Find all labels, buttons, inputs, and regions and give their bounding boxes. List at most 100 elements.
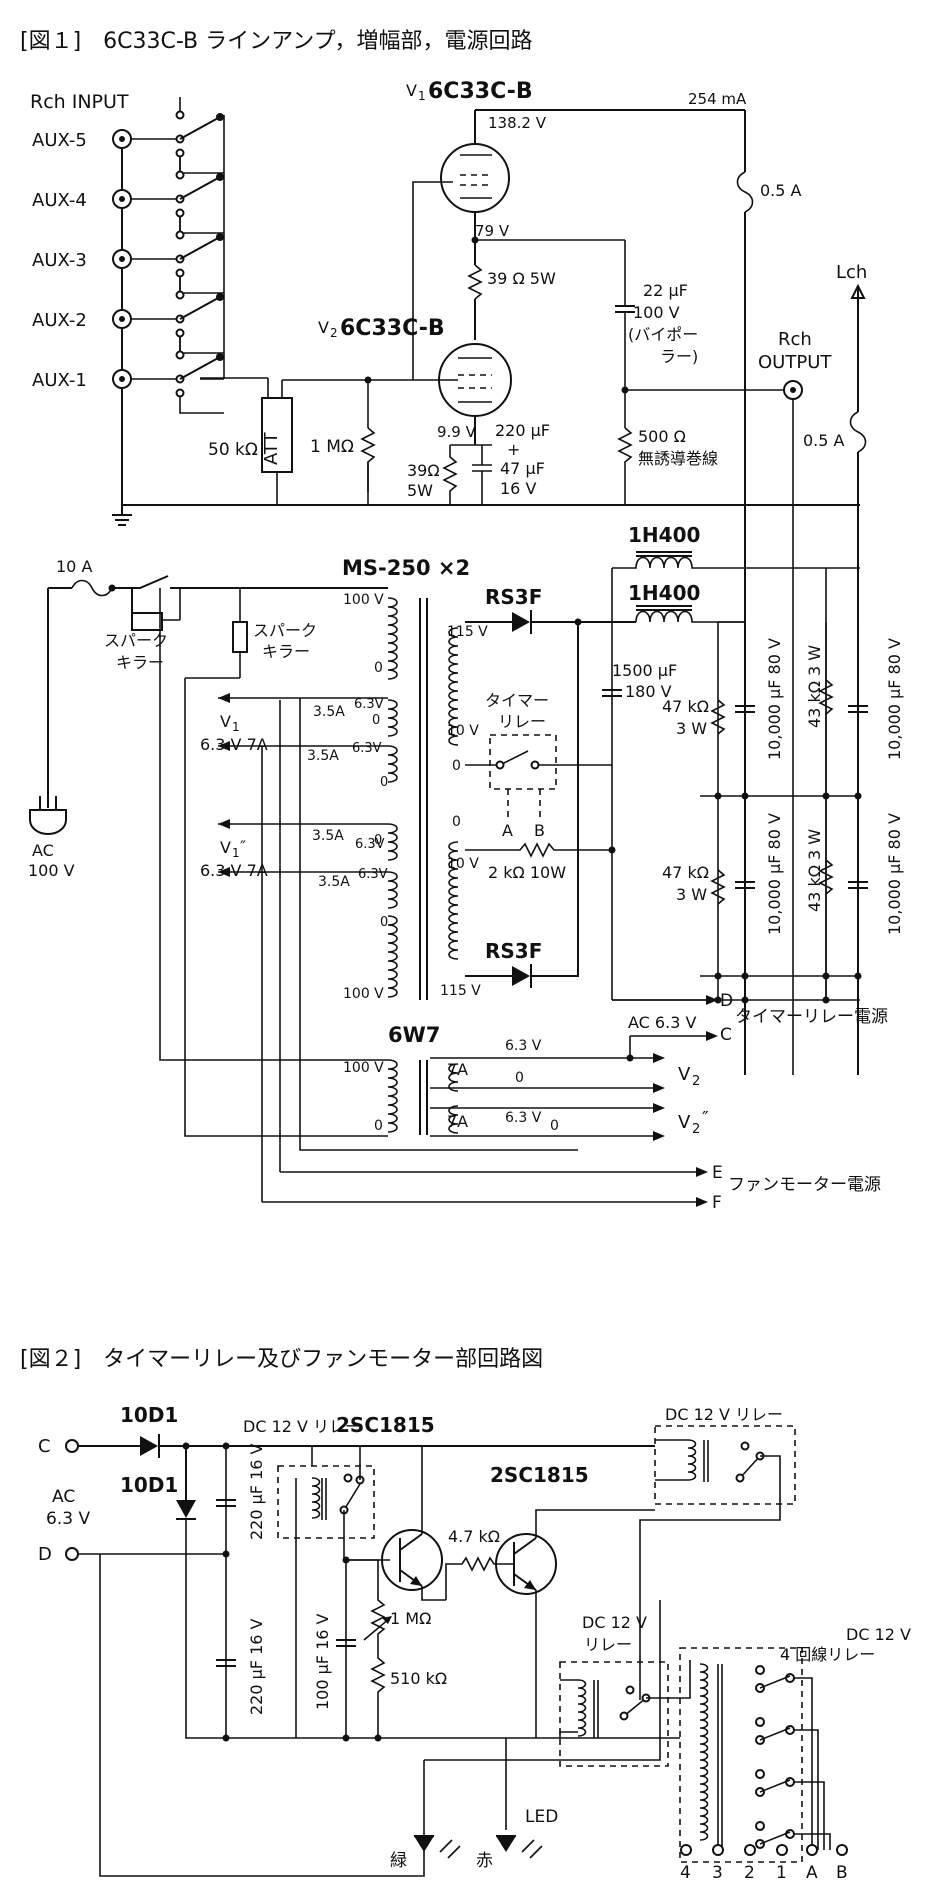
t-63-2: 6.3V	[352, 741, 382, 756]
h-0: 0	[374, 1118, 383, 1134]
c-100: 100 μF 16 V	[313, 1613, 332, 1710]
v1pp-2: 6.3 V 7A	[200, 861, 268, 880]
att-label: ATT	[261, 431, 282, 465]
led-r: 赤	[476, 1851, 493, 1871]
relay4-2: 4 回線リレー	[780, 1645, 875, 1664]
transformer-6w7	[387, 1059, 459, 1134]
choke-1: 1H400	[628, 523, 700, 547]
transformer-ms250	[387, 597, 459, 998]
r-47k-2b: 3 W	[676, 885, 707, 904]
fuse-main: 10 A	[56, 557, 92, 576]
fuse-r: 0.5 A	[760, 181, 802, 200]
v-cath: 9.9 V	[437, 423, 477, 441]
transistor-1	[381, 1529, 443, 1591]
c-cath-2: 47 μF	[500, 459, 545, 478]
ac-2: 100 V	[28, 861, 75, 880]
r-47k-1a: 47 kΩ	[662, 697, 709, 716]
t-0-b: 0	[372, 713, 380, 728]
c-cath-3: 16 V	[500, 479, 536, 498]
selector-switch[interactable]	[179, 356, 221, 380]
relay-1: DC 12 V リレー	[243, 1417, 361, 1436]
h-0-mid: 0	[515, 1070, 524, 1086]
r-att-label: 50 kΩ	[208, 440, 258, 460]
rect-top: RS3F	[485, 585, 542, 609]
selector-switch[interactable]	[179, 296, 221, 320]
c-220-2: 220 μF 16 V	[247, 1618, 266, 1715]
output-pin[interactable]	[806, 1844, 818, 1856]
tr-1: 2SC1815	[336, 1413, 435, 1437]
out-2: OUTPUT	[758, 352, 832, 373]
t-115v-a: 115 V	[447, 624, 488, 640]
r-43k-2: 43 kΩ 3 W	[805, 829, 824, 912]
output-pin[interactable]	[836, 1844, 848, 1856]
output-pin[interactable]	[712, 1844, 724, 1856]
c-out-4: ラー)	[660, 347, 698, 366]
diode-2: 10D1	[120, 1473, 178, 1497]
sw-a: A	[502, 821, 513, 840]
fig2-term-d-node[interactable]	[65, 1547, 79, 1561]
input-label: AUX-4	[32, 190, 87, 211]
fuse-l: 0.5 A	[803, 431, 845, 450]
h-0-bot: 0	[550, 1118, 559, 1134]
out-1: Rch	[778, 329, 812, 350]
r-510k: 510 kΩ	[390, 1669, 447, 1688]
relay-top: DC 12 V リレー	[665, 1405, 783, 1424]
r-grid-label: 1 MΩ	[310, 437, 354, 457]
relay4-1: DC 12 V	[846, 1625, 911, 1644]
v2-prefix: V	[318, 318, 329, 337]
spark-1b: キラー	[116, 653, 164, 672]
h-63-bot: 6.3 V	[505, 1110, 542, 1126]
relay-4-box	[679, 1647, 803, 1863]
t-63-4: 6.3V	[358, 867, 388, 882]
r-2k: 2 kΩ 10W	[488, 863, 566, 882]
selector-switch[interactable]	[179, 116, 221, 140]
ac63-timer: AC 6.3 V	[628, 1013, 696, 1032]
term-c: C	[720, 1025, 732, 1045]
c-1500-2: 180 V	[625, 682, 672, 701]
fig2-ac-1: AC	[52, 1487, 75, 1507]
input-label: AUX-5	[32, 130, 87, 151]
choke-2: 1H400	[628, 581, 700, 605]
pin-label: 2	[744, 1863, 755, 1883]
selector-switch[interactable]	[179, 236, 221, 260]
c-out-1: 22 μF	[643, 281, 688, 300]
r-47k-1b: 3 W	[676, 719, 707, 738]
trans-heat: 6W7	[388, 1023, 440, 1047]
spark-killer-2	[232, 621, 248, 653]
vr-1m: 1 MΩ	[390, 1609, 431, 1628]
fig2-title: [図２] タイマーリレー及びファンモーター部回路図	[20, 1347, 543, 1372]
t-35-1: 3.5A	[313, 704, 345, 720]
v-mid: 79 V	[475, 222, 510, 240]
t-35-3: 3.5A	[312, 828, 344, 844]
spark-2a: スパーク	[253, 621, 317, 640]
v1pp-1: V	[220, 838, 231, 857]
term-e: E	[712, 1163, 723, 1183]
r-mid: 39 Ω 5W	[487, 269, 556, 288]
current-label: 254 mA	[688, 90, 747, 108]
output-pin[interactable]	[680, 1844, 692, 1856]
output-pin[interactable]	[776, 1844, 788, 1856]
ac-1: AC	[32, 841, 54, 860]
t-63-3: 6.3V	[355, 837, 385, 852]
h-100v: 100 V	[343, 1060, 384, 1076]
led-label: LED	[525, 1807, 558, 1827]
t-10v-a: 10 V	[447, 723, 479, 739]
term-f: F	[712, 1193, 722, 1213]
v1h-sub: 1	[232, 720, 240, 734]
h-7a-2: 7A	[447, 1112, 468, 1131]
timer-2: リレー	[498, 712, 546, 731]
relay-mid-box	[559, 1661, 669, 1767]
r-47k-fig2: 4.7 kΩ	[448, 1527, 500, 1546]
fig2-term-c-node[interactable]	[65, 1439, 79, 1453]
fig2-term-d: D	[38, 1544, 52, 1565]
lch-label: Lch	[836, 262, 867, 283]
output-pin[interactable]	[744, 1844, 756, 1856]
v1-sub: 1	[418, 89, 426, 103]
v1-prefix: V	[406, 81, 417, 100]
v1pp-sub: 1	[232, 846, 240, 860]
selector-switch[interactable]	[179, 176, 221, 200]
t-0-d: 0	[380, 775, 388, 790]
v2-name: 6C33C-B	[340, 316, 445, 341]
